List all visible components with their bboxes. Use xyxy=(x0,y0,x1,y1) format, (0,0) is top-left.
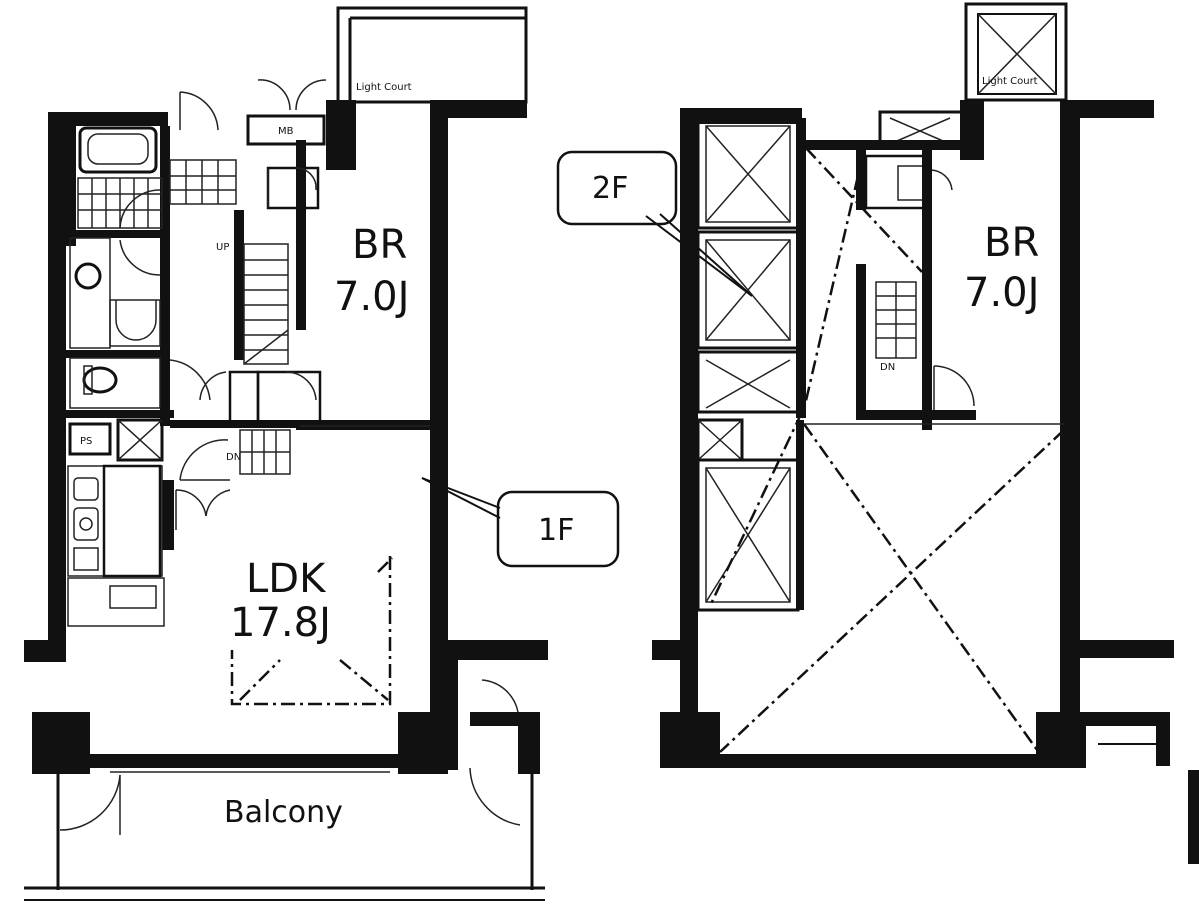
callout-2f-text: 2F xyxy=(592,171,628,206)
light-court-2f xyxy=(964,2,1068,102)
wall xyxy=(296,140,306,330)
floor2-br-size: 7.0J xyxy=(964,270,1039,316)
stairs-up xyxy=(243,243,289,365)
wall xyxy=(700,754,1070,768)
wall xyxy=(296,420,436,430)
wall xyxy=(234,210,244,360)
wall xyxy=(433,100,527,118)
wall xyxy=(64,350,164,358)
ps-box xyxy=(68,422,112,456)
dn-label-2f: DN xyxy=(880,362,895,373)
mb-label: MB xyxy=(278,126,294,137)
dn-label-1f: DN xyxy=(226,452,241,463)
bathtub xyxy=(78,126,158,174)
balcony-label: Balcony xyxy=(224,795,343,830)
void-column xyxy=(696,116,806,612)
callout-2f-box xyxy=(556,150,678,226)
wall xyxy=(1156,712,1170,766)
callout-1f-box xyxy=(496,490,620,568)
floor1-br-label: BR xyxy=(352,222,407,268)
wall xyxy=(652,640,698,660)
wall xyxy=(170,420,300,428)
callout-1f-text: 1F xyxy=(538,513,574,548)
wall xyxy=(160,126,170,426)
kitchen-counter xyxy=(67,465,163,577)
wall xyxy=(64,230,164,238)
floor1-br-size: 7.0J xyxy=(334,274,409,320)
up-label: UP xyxy=(216,242,229,253)
wall xyxy=(430,640,548,660)
wall xyxy=(680,108,802,124)
wall xyxy=(48,112,66,657)
wall xyxy=(1086,712,1168,726)
floor-1-plan xyxy=(24,6,620,901)
floor1-ldk-size: 17.8J xyxy=(230,600,331,646)
wall xyxy=(1060,100,1080,760)
floor1-light-court-label: Light Court xyxy=(356,82,412,93)
wall xyxy=(64,126,76,246)
stairs-down xyxy=(239,429,291,475)
light-court xyxy=(336,6,528,104)
wall xyxy=(64,410,174,418)
wall xyxy=(24,640,66,662)
wall xyxy=(60,754,440,768)
floor1-ldk-label: LDK xyxy=(246,556,327,602)
wall xyxy=(430,100,448,760)
wall xyxy=(1060,640,1174,658)
floor2-br-label: BR xyxy=(984,220,1039,266)
stairs-2f xyxy=(875,281,917,359)
wall xyxy=(444,660,458,770)
wall xyxy=(518,712,540,774)
wall xyxy=(1060,100,1154,118)
wall xyxy=(48,112,168,126)
wall xyxy=(326,100,356,170)
wall xyxy=(162,480,174,550)
ps-label: PS xyxy=(80,436,92,447)
floor2-light-court-label: Light Court xyxy=(982,76,1038,87)
mb-box xyxy=(246,114,326,146)
wall xyxy=(680,108,698,748)
floor-2-plan xyxy=(556,2,1199,864)
